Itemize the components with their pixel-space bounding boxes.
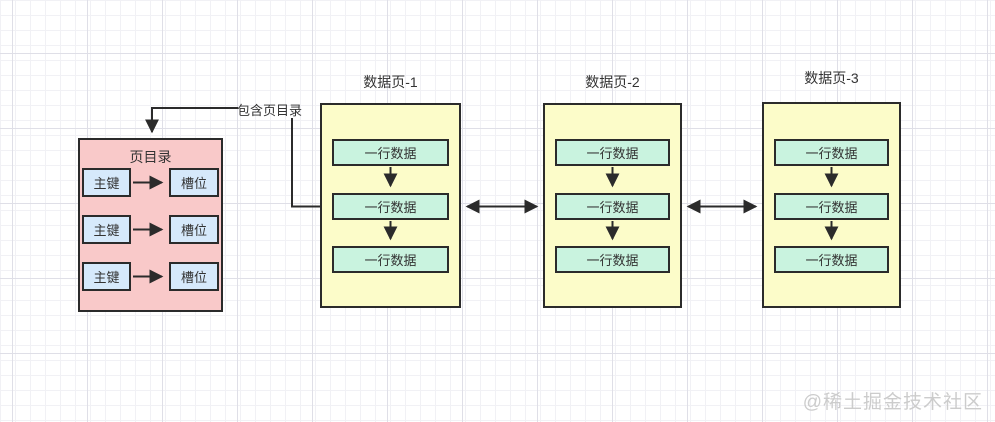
data-page-1-title: 数据页-1 (363, 74, 418, 90)
data-page-2-title: 数据页-2 (585, 74, 640, 90)
data-row: 一行数据 (774, 246, 889, 273)
data-row: 一行数据 (332, 246, 449, 273)
data-row: 一行数据 (332, 139, 449, 166)
primary-key-box: 主键 (82, 168, 131, 197)
slot-box: 槽位 (169, 215, 219, 244)
data-row: 一行数据 (774, 193, 889, 220)
label-to-directory-arrow (145, 107, 238, 134)
page-directory-title: 页目录 (129, 149, 172, 165)
primary-key-box: 主键 (82, 215, 131, 244)
slot-box: 槽位 (169, 262, 219, 291)
watermark: @稀土掘金技术社区 (802, 392, 983, 413)
data-row: 一行数据 (555, 139, 670, 166)
primary-key-box: 主键 (82, 262, 131, 291)
data-row: 一行数据 (332, 193, 449, 220)
data-page-3-title: 数据页-3 (804, 70, 859, 86)
connector-label: 包含页目录 (237, 103, 303, 118)
data-row: 一行数据 (555, 246, 670, 273)
slot-box: 槽位 (169, 168, 219, 197)
page-to-label-connector (291, 118, 320, 208)
data-row: 一行数据 (774, 139, 889, 166)
data-row: 一行数据 (555, 193, 670, 220)
